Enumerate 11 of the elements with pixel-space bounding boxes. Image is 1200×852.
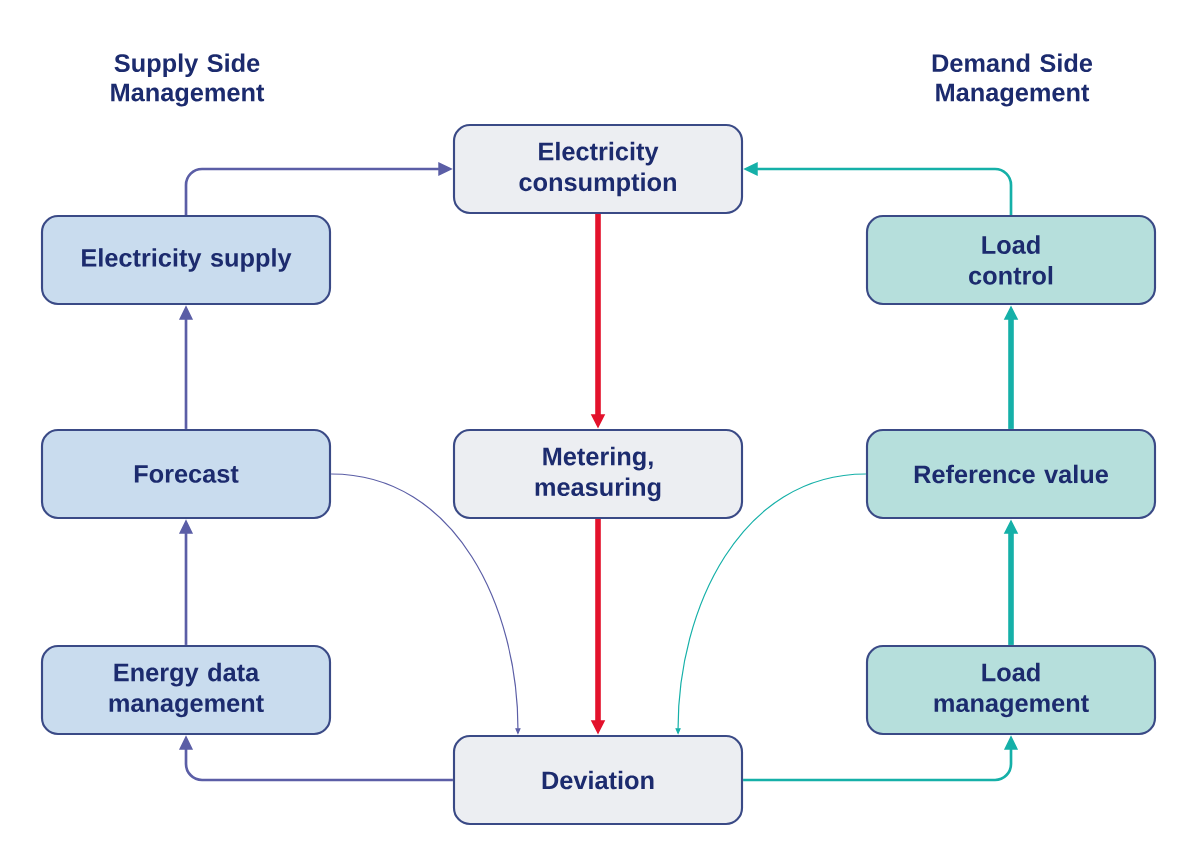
process-box: Deviation — [452, 734, 744, 826]
process-box: Load control — [865, 214, 1157, 306]
process-box: Reference value — [865, 428, 1157, 520]
heading: Supply Side Management — [111, 53, 265, 107]
process-box: Electricity consumption — [452, 123, 744, 215]
process-box: Energy data management — [40, 644, 332, 736]
process-box: Metering, measuring — [452, 428, 744, 520]
process-box: Forecast — [40, 428, 332, 520]
process-box: Load management — [865, 644, 1157, 736]
heading: Demand Side Management — [932, 53, 1093, 107]
process-box: Electricity supply — [40, 214, 332, 306]
